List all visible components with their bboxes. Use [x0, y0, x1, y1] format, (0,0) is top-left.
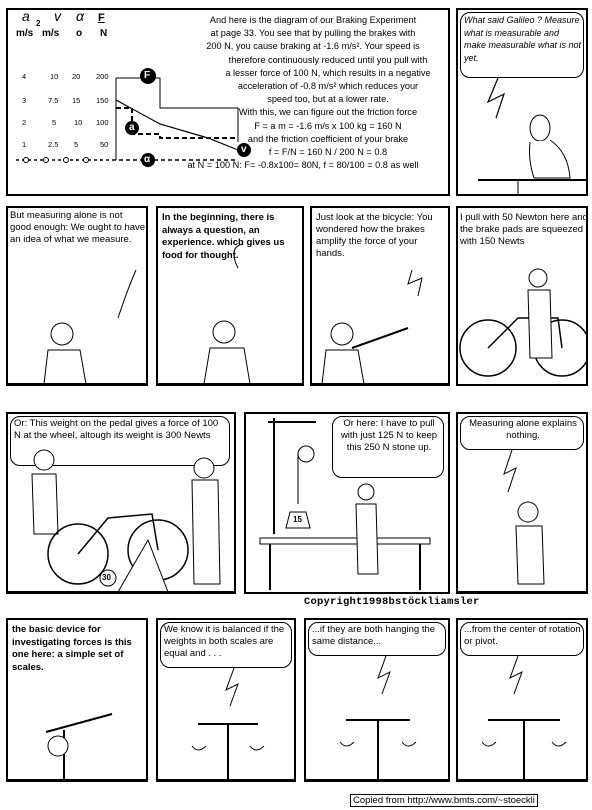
header-alpha: α: [76, 8, 84, 24]
grid-cell: 4: [22, 72, 27, 81]
label-alpha: α: [144, 154, 151, 165]
text-line: at N = 100 N: F= -0.8x100= 80N, f = 80/1…: [187, 160, 419, 171]
unit-alpha: o: [76, 28, 83, 39]
unit-a: m/s: [16, 28, 34, 39]
scales-kneeling-drawing: [8, 713, 146, 780]
text-line: 200 N, you cause braking at -1.6 m/s². Y…: [206, 41, 420, 52]
speech-bubble: [460, 622, 584, 656]
text-line: With this, we can figure out the frictio…: [238, 107, 418, 118]
balance-drawing: [306, 655, 448, 780]
panel-explains-nothing: Measuring alone explains nothing.: [456, 412, 588, 594]
pedal-weight-text: Or: This weight on the pedal gives a for…: [14, 418, 219, 441]
braking-graph: [16, 68, 251, 167]
thinker-drawing: [8, 269, 146, 384]
balance-drawing: [458, 655, 586, 780]
panel-pulley: Or here: I have to pull with just 125 N …: [244, 412, 450, 594]
text-line: f = F/N = 160 N / 200 N = 0.8: [268, 147, 388, 158]
text-line: and the friction coefficient of your bra…: [247, 133, 409, 144]
grid-cell: 200: [96, 72, 109, 81]
grid-cell: 100: [96, 118, 109, 127]
panel-same-distance: ...if they are both hanging the same dis…: [304, 618, 450, 782]
grid-cell: 10: [50, 72, 59, 81]
panel-scales-intro: the basic device for investigating force…: [6, 618, 148, 782]
grid-cell: 10: [74, 118, 83, 127]
speech-bubble: [308, 622, 446, 656]
speech-bubble: [460, 12, 584, 78]
copyright-caption: Copyright1998bstöckliamsler: [304, 596, 480, 608]
speech-bubble: [160, 622, 292, 668]
galileo-drawing: [478, 77, 586, 194]
pulley-text: Or here: I have to pull with just 125 N …: [340, 418, 438, 453]
pedal-bicycle-drawing: [8, 449, 234, 592]
text-line: acceleration of -0.8 m/s² which reduces …: [237, 81, 419, 92]
bicycle-brakes-text: Just look at the bicycle: You wondered h…: [316, 212, 433, 259]
grid-cell: 1: [22, 140, 27, 149]
text-line: at page 33. You see that by pulling the …: [210, 28, 416, 39]
pulley-drawing: [259, 418, 431, 590]
header-F: F: [98, 12, 105, 24]
grid-cell: 3: [22, 96, 27, 105]
panel-balanced: We know it is balanced if the weights in…: [156, 618, 296, 782]
text-line: F = a m = -1.6 m/s x 100 kg = 160 N: [254, 120, 402, 131]
source-footer: Copied from http://www.bmts.com/~stoeckl…: [350, 794, 538, 807]
text-line: a lesser force of 100 N, which results i…: [225, 67, 431, 78]
speech-bubble: [332, 416, 444, 478]
text-line: And here is the diagram of our Braking E…: [209, 15, 417, 25]
same-distance-text: ...if they are both hanging the same dis…: [312, 624, 436, 647]
brake-pull-text: I pull with 50 Newton here and the brake…: [460, 212, 588, 247]
shrugging-man-drawing: [458, 449, 586, 592]
grid-cell: 2: [22, 118, 27, 127]
text-line: therefore continuously reduced until you…: [228, 54, 428, 65]
speech-bubble: [460, 416, 584, 450]
panel-pivot: ...from the center of rotation or pivot.: [456, 618, 588, 782]
unit-v: m/s: [42, 28, 60, 39]
balanced-text: We know it is balanced if the weights in…: [164, 624, 285, 659]
grid-cell: 7.5: [48, 96, 59, 105]
weight-30-label: 30: [102, 573, 111, 582]
pivot-text: ...from the center of rotation or pivot.: [464, 624, 581, 647]
braking-explanation: And here is the diagram of our Braking E…: [176, 14, 448, 172]
label-v: v: [241, 144, 247, 155]
header-a: a: [22, 8, 30, 24]
grid-cell: 150: [96, 96, 109, 105]
balance-drawing: [158, 667, 294, 780]
panel-braking-diagram: a v α F m/s 2 m/s o N 4 10 20 200 3 7.5 …: [6, 8, 450, 196]
grid-cell: 5: [74, 140, 79, 149]
panel-bicycle-brakes: Just look at the bicycle: You wondered h…: [310, 206, 450, 386]
panel-galileo: What said Galileo ? Measure what is meas…: [456, 8, 588, 196]
explains-nothing-text: Measuring alone explains nothing.: [469, 418, 577, 441]
grid-cell: 50: [100, 140, 109, 149]
grid-cell: 5: [52, 118, 57, 127]
panel-brake-pull: I pull with 50 Newton here and the brake…: [456, 206, 588, 386]
woman-drawing: [158, 243, 302, 384]
grid-cell: 2.5: [48, 140, 59, 149]
measuring-text: But measuring alone is not good enough: …: [10, 210, 146, 245]
header-v: v: [54, 8, 61, 24]
panel-measuring: But measuring alone is not good enough: …: [6, 206, 148, 386]
panel-pedal-weight: Or: This weight on the pedal gives a for…: [6, 412, 236, 594]
label-a: a: [129, 122, 135, 133]
panel-question: In the beginning, there is always a ques…: [156, 206, 304, 386]
pointing-man-drawing: [312, 269, 448, 384]
grid-cell: 15: [72, 96, 81, 105]
grid-cell: 20: [72, 72, 81, 81]
bicycle-man-drawing: [459, 268, 586, 377]
label-F: F: [144, 70, 151, 81]
question-text: In the beginning, there is always a ques…: [162, 212, 285, 261]
scales-intro-text: the basic device for investigating force…: [12, 624, 132, 673]
text-line: speed too, but at a lower rate.: [267, 94, 389, 105]
weight-15-label: 15: [293, 515, 302, 524]
unit-F: N: [100, 28, 108, 39]
unit-sup: 2: [36, 19, 41, 28]
galileo-quote: What said Galileo ? Measure what is meas…: [464, 15, 582, 63]
